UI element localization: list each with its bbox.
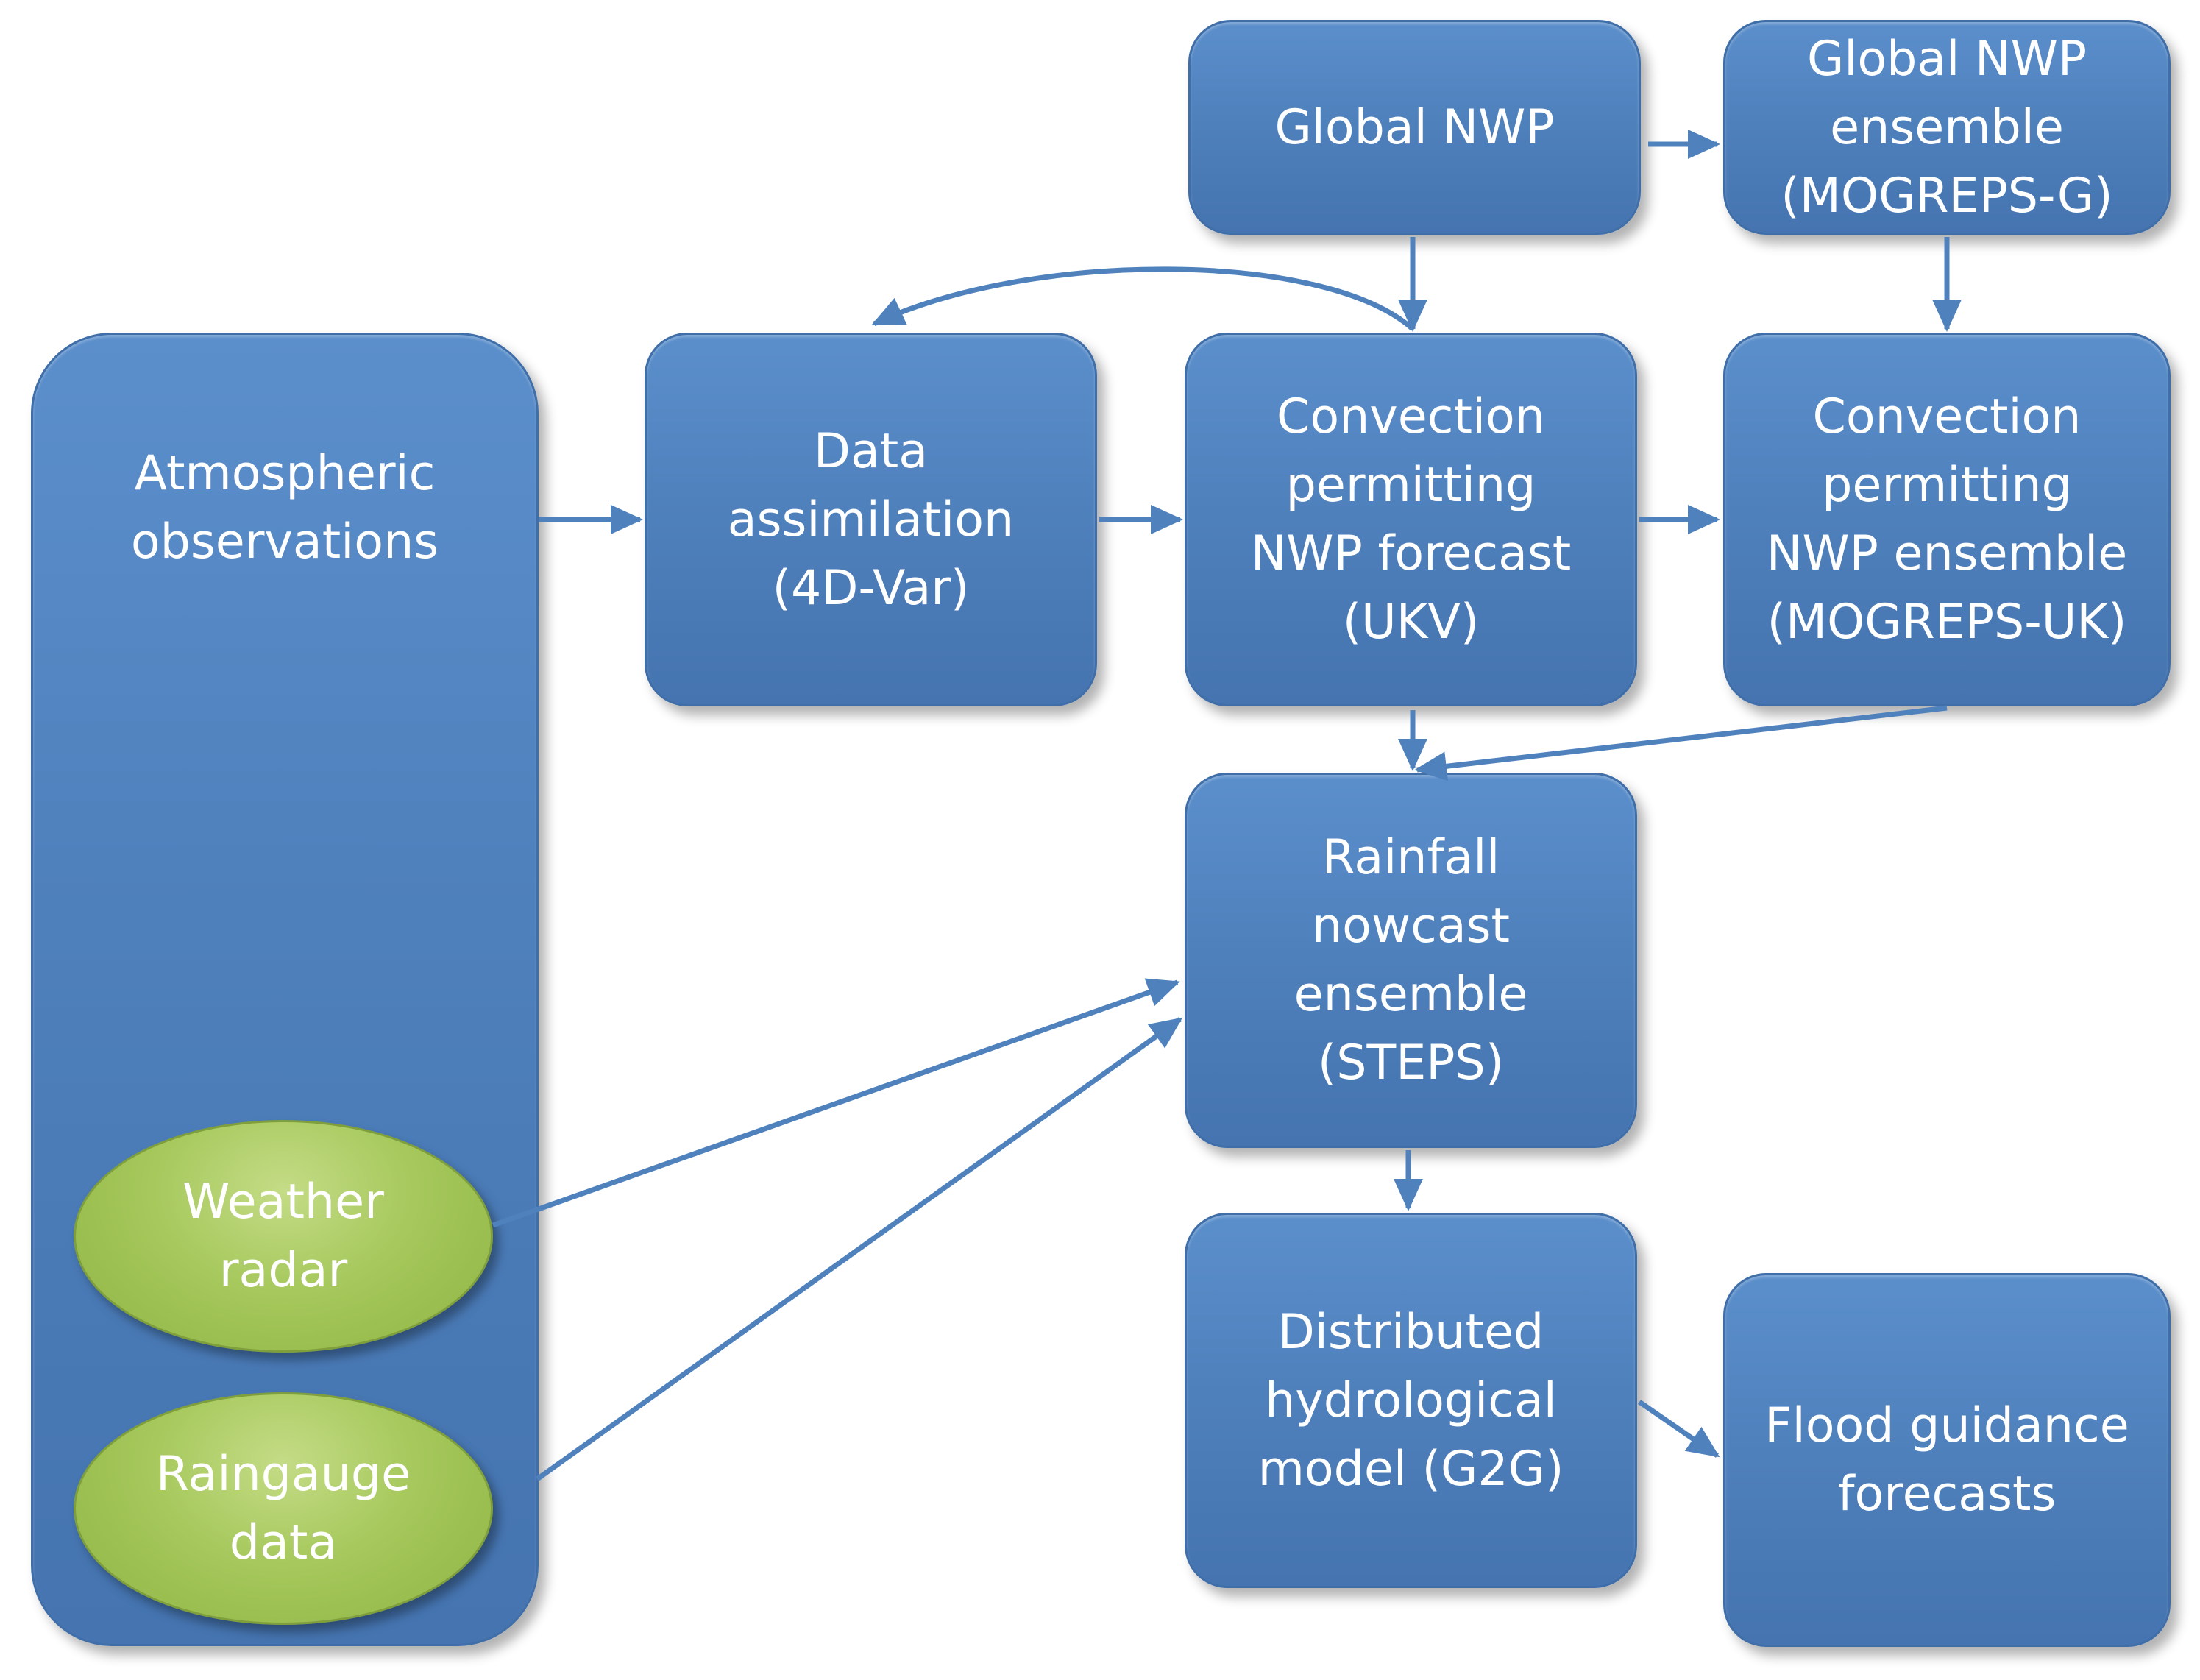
convection-ensemble-box: Convection permitting NWP ensemble (MOGR… — [1723, 333, 2171, 706]
hydrological-model-box: Distributed hydrological model (G2G) — [1185, 1213, 1637, 1588]
raingauge-data-label: Raingauge data — [155, 1447, 411, 1570]
flood-guidance-box: Flood guidance forecasts — [1723, 1273, 2171, 1647]
convection-forecast-box: Convection permitting NWP forecast (UKV) — [1185, 333, 1637, 706]
rainfall-nowcast-box: Rainfall nowcast ensemble (STEPS) — [1185, 773, 1637, 1148]
global-nwp-ensemble-label: Global NWP ensemble (MOGREPS-G) — [1781, 31, 2113, 224]
weather-radar-label: Weather radar — [182, 1174, 384, 1298]
data-assimilation-box: Data assimilation (4D-Var) — [645, 333, 1097, 706]
global-nwp-ensemble-box: Global NWP ensemble (MOGREPS-G) — [1723, 20, 2171, 235]
convection-ensemble-label: Convection permitting NWP ensemble (MOGR… — [1766, 389, 2128, 650]
global-nwp-label: Global NWP — [1274, 99, 1555, 155]
arrow-radar-to-nowcast — [492, 978, 1180, 1228]
arrow-hydrological-to-flood — [1638, 1400, 1720, 1458]
weather-radar-node: Weather radar — [74, 1120, 493, 1353]
arrow-raingauge-to-nowcast — [535, 1017, 1183, 1481]
hydrological-model-label: Distributed hydrological model (G2G) — [1257, 1304, 1564, 1497]
convection-forecast-label: Convection permitting NWP forecast (UKV) — [1250, 389, 1572, 650]
flood-guidance-label: Flood guidance forecasts — [1764, 1398, 2129, 1522]
atmospheric-observations-label: Atmospheric observations — [130, 446, 439, 570]
raingauge-data-node: Raingauge data — [74, 1392, 493, 1625]
data-assimilation-label: Data assimilation (4D-Var) — [727, 423, 1015, 616]
global-nwp-box: Global NWP — [1188, 20, 1641, 235]
arrow-ensemble-to-nowcast — [1414, 705, 1948, 781]
rainfall-nowcast-label: Rainfall nowcast ensemble (STEPS) — [1294, 830, 1528, 1091]
arrow-convection-to-assimilation — [871, 266, 1415, 331]
